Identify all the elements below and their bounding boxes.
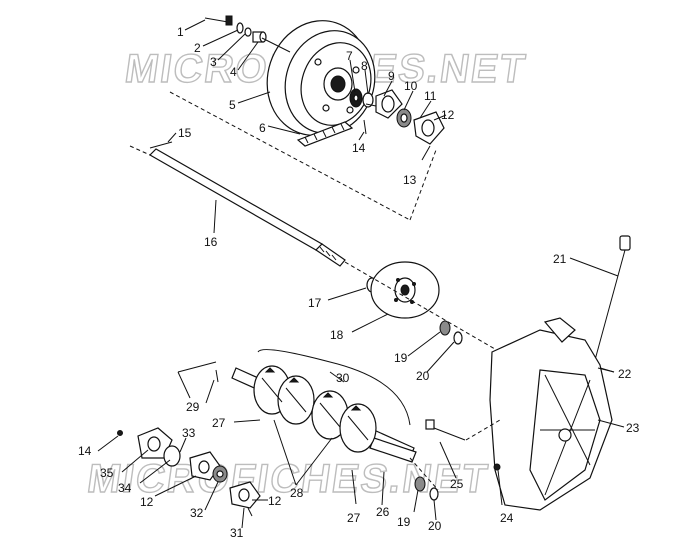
callout-10: 10 xyxy=(404,79,418,93)
callout-20-bottom: 20 xyxy=(428,519,442,533)
callout-27-left: 27 xyxy=(212,416,226,430)
callout-21: 21 xyxy=(553,252,567,266)
callout-12: 12 xyxy=(441,108,455,122)
callout-12-bottom-b: 12 xyxy=(268,494,282,508)
callout-9: 9 xyxy=(388,69,395,83)
callout-30: 30 xyxy=(336,371,350,385)
callout-35: 35 xyxy=(100,466,114,480)
callout-16: 16 xyxy=(204,235,218,249)
callout-8: 8 xyxy=(361,59,368,73)
driven-pulley-group xyxy=(169,15,445,221)
callout-7: 7 xyxy=(346,49,353,63)
callout-25: 25 xyxy=(450,477,464,491)
flange-part-12-bottom xyxy=(189,451,221,481)
chaincase-group xyxy=(425,235,631,511)
bearing-part-10 xyxy=(396,108,412,128)
chain-part-6 xyxy=(296,121,354,147)
callout-11: 11 xyxy=(424,89,437,103)
callout-19: 19 xyxy=(394,351,408,365)
bolt-part-24 xyxy=(493,463,501,471)
callout-20: 20 xyxy=(416,369,430,383)
sprockets-part-27-28 xyxy=(253,365,377,453)
callout-29: 29 xyxy=(186,400,200,414)
callout-5: 5 xyxy=(229,98,236,112)
callout-19-bottom: 19 xyxy=(397,515,411,529)
shaft-group xyxy=(129,141,346,267)
brake-disc-group xyxy=(344,261,501,353)
shaft-part-16 xyxy=(149,148,346,267)
bearing-part-19-mid xyxy=(439,320,451,336)
washer-part-3 xyxy=(244,27,252,37)
bolt-part-25 xyxy=(425,419,466,441)
bolt-part-33 xyxy=(247,507,253,517)
bearing-part-32 xyxy=(212,465,228,483)
callout-34: 34 xyxy=(118,481,132,495)
leader-lines xyxy=(97,19,625,529)
bolt-part-14-top xyxy=(363,119,367,135)
callout-27-bottom: 27 xyxy=(347,511,361,525)
callout-24: 24 xyxy=(500,511,514,525)
chaincase-part-23 xyxy=(489,317,613,511)
sprocket-part-7 xyxy=(349,88,363,108)
callout-14: 14 xyxy=(352,141,366,155)
callout-14-bottom: 14 xyxy=(78,444,92,458)
bolt-part-14-bottom xyxy=(117,430,123,436)
callout-32: 32 xyxy=(190,506,204,520)
callout-26: 26 xyxy=(376,505,390,519)
drive-shaft-group xyxy=(177,349,439,501)
washer-part-20-mid xyxy=(453,331,463,345)
callout-17: 17 xyxy=(308,296,322,310)
callout-3: 3 xyxy=(210,55,217,69)
bearing-housing-group xyxy=(117,427,261,517)
flange-part-12-top xyxy=(413,111,445,145)
bearing-part-19-bottom xyxy=(414,476,426,492)
callout-2: 2 xyxy=(194,41,201,55)
callout-18: 18 xyxy=(330,328,344,342)
flange-part-31 xyxy=(229,481,261,509)
bolt-part-29 xyxy=(215,369,219,383)
callout-13: 13 xyxy=(403,173,417,187)
bushing-part-4 xyxy=(252,31,267,43)
callout-12-bottom-a: 12 xyxy=(140,495,154,509)
callout-33: 33 xyxy=(182,426,196,440)
washer-part-2 xyxy=(236,22,244,34)
callout-22: 22 xyxy=(618,367,632,381)
callout-28: 28 xyxy=(290,486,304,500)
flange-part-9 xyxy=(375,89,403,119)
pin-part-15 xyxy=(149,141,173,149)
callout-6: 6 xyxy=(259,121,266,135)
callout-15: 15 xyxy=(178,126,192,140)
bolt-part-1 xyxy=(204,15,233,26)
rod-part-21 xyxy=(594,235,631,361)
disc-part-18 xyxy=(370,261,440,319)
callout-23: 23 xyxy=(626,421,640,435)
callout-1: 1 xyxy=(177,25,184,39)
washer-part-20-bottom xyxy=(429,487,439,501)
callout-31: 31 xyxy=(230,526,244,540)
callout-labels: 1 2 3 4 5 6 7 8 9 10 11 12 13 14 15 16 1… xyxy=(78,25,640,540)
callout-4: 4 xyxy=(230,65,237,79)
